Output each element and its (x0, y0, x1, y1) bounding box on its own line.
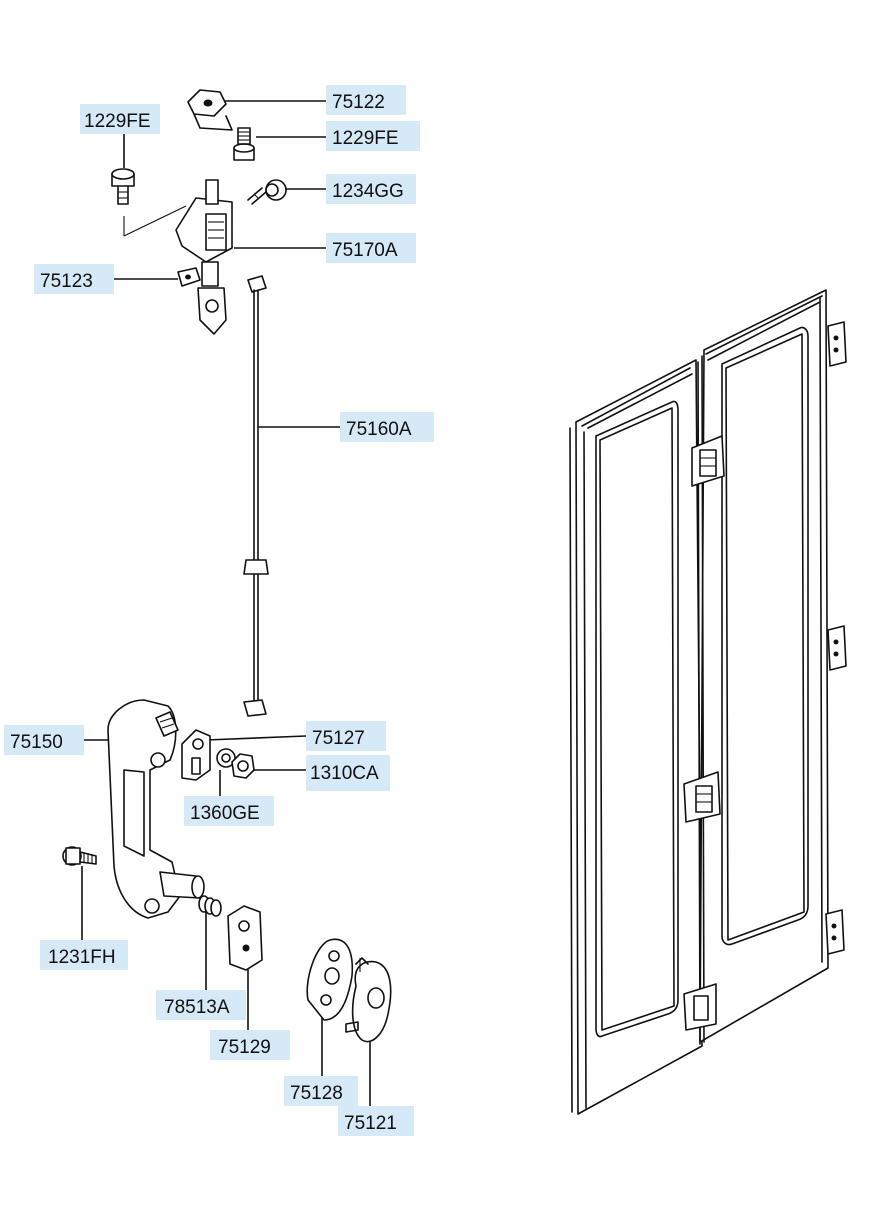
rear-doors (569, 289, 847, 1115)
label-1310CA: 1310CA (306, 755, 390, 791)
label-75128-text: 75128 (290, 1083, 343, 1104)
screw-1229FE-right (233, 127, 255, 161)
label-75150: 75150 (4, 725, 84, 755)
label-1229FE-right: 1229FE (326, 121, 420, 151)
label-75170A-text: 75170A (332, 240, 398, 261)
label-1231FH-text: 1231FH (48, 947, 116, 968)
label-75127-text: 75127 (312, 728, 365, 749)
label-75127: 75127 (306, 721, 386, 751)
label-75121: 75121 (338, 1106, 414, 1136)
pad-75129 (227, 905, 263, 971)
leader-lines (70, 100, 371, 1106)
label-1231FH: 1231FH (40, 940, 128, 970)
label-78513A-text: 78513A (164, 997, 230, 1018)
base-75128 (306, 938, 354, 1021)
label-1229FE-left-text: 1229FE (84, 111, 151, 132)
rod-75160A (243, 275, 269, 717)
label-75160A-text: 75160A (346, 419, 412, 440)
label-75122-text: 75122 (332, 92, 385, 113)
handle-75150 (107, 699, 205, 919)
label-75122: 75122 (326, 85, 406, 115)
label-75123-text: 75123 (40, 271, 93, 292)
screw-1231FH (62, 846, 97, 866)
latch-75170A (175, 179, 233, 335)
label-75121-text: 75121 (344, 1113, 397, 1134)
label-1360GE-text: 1360GE (190, 803, 260, 824)
label-78513A: 78513A (156, 990, 246, 1020)
washer-1360GE (216, 748, 236, 768)
label-1234GG-text: 1234GG (332, 181, 404, 202)
label-75150-text: 75150 (10, 732, 63, 753)
label-1229FE-left: 1229FE (80, 104, 160, 134)
label-1234GG: 1234GG (326, 174, 416, 204)
nut-1310CA (231, 753, 255, 779)
label-75160A: 75160A (340, 412, 434, 442)
plate-75127 (181, 729, 211, 781)
label-75129-text: 75129 (218, 1037, 271, 1058)
striker-75121 (345, 957, 392, 1043)
clip-75122 (187, 89, 233, 131)
label-1360GE: 1360GE (184, 796, 274, 826)
label-75170A: 75170A (326, 233, 416, 263)
label-1229FE-right-text: 1229FE (332, 128, 399, 149)
label-75129: 75129 (210, 1030, 290, 1060)
bolt-1234GG (247, 179, 287, 205)
screw-1229FE-left (111, 168, 187, 237)
label-75128: 75128 (284, 1076, 358, 1106)
label-75123: 75123 (34, 264, 114, 294)
label-1310CA-text: 1310CA (310, 763, 379, 784)
spring-78513A (198, 895, 222, 917)
